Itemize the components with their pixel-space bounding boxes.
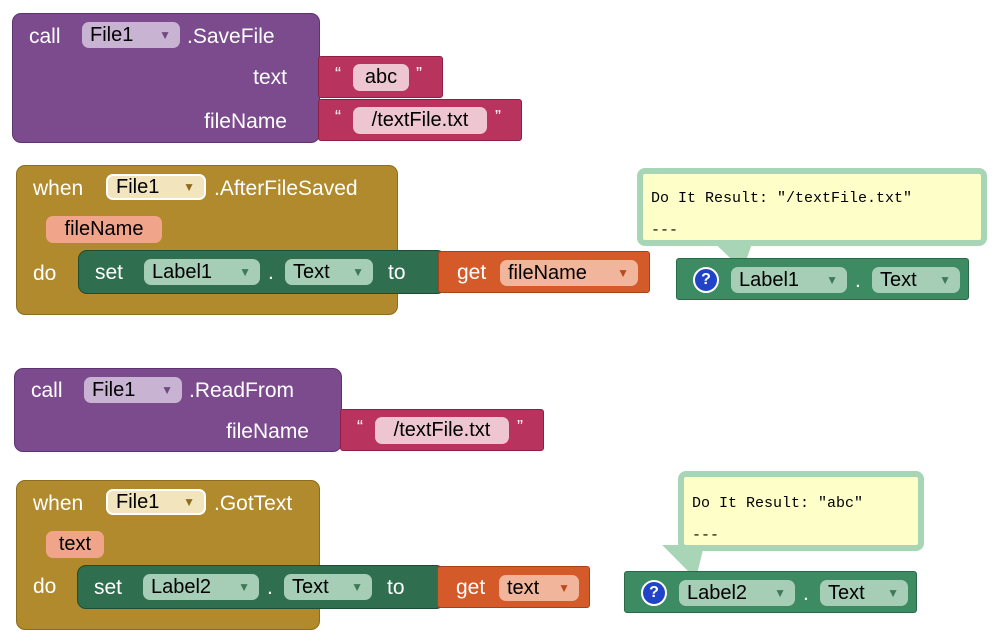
result-separator: --- [692,527,720,544]
method-label: .ReadFrom [189,379,295,402]
chevron-down-icon: ▼ [939,273,951,287]
chevron-down-icon: ▼ [826,273,838,287]
label1-text-getter-block[interactable]: ? Label1▼ . Text▼ [676,258,969,300]
readfrom-call-block[interactable]: call File1▼ .ReadFrom fileName [14,368,342,452]
chevron-down-icon: ▼ [887,586,899,600]
chevron-down-icon: ▼ [352,265,364,279]
result-text: Do It Result: "/textFile.txt" [651,190,913,207]
string-value[interactable]: /textFile.txt [353,107,487,134]
do-it-result-bubble: Do It Result: "/textFile.txt" --- [637,168,987,246]
get-filename-block[interactable]: get fileName▼ [438,251,650,293]
do-it-result-bubble: Do It Result: "abc" --- [678,471,924,551]
component-dropdown[interactable]: File1▼ [106,174,206,200]
string-block-filename[interactable]: “ /textFile.txt ” [340,409,544,451]
set-label1-text-block[interactable]: set Label1▼ . Text▼ to [78,250,446,294]
event-param-filename[interactable]: fileName [46,216,162,243]
get-label: get [456,576,486,599]
to-label: to [387,576,405,599]
property-dropdown[interactable]: Text▼ [285,259,373,285]
question-icon[interactable]: ? [693,267,719,293]
dot-label: . [268,261,274,284]
arg-filename-label: fileName [226,420,309,443]
chevron-down-icon: ▼ [183,180,195,194]
to-label: to [388,261,406,284]
dot-label: . [803,582,809,605]
do-label: do [33,575,57,598]
quote-close: ” [517,417,523,437]
get-label: get [457,261,487,284]
set-label: set [94,576,123,599]
string-value[interactable]: /textFile.txt [375,417,509,444]
quote-close: ” [495,107,501,127]
question-icon[interactable]: ? [641,580,667,606]
chevron-down-icon: ▼ [238,580,250,594]
set-label: set [95,261,124,284]
method-label: .SaveFile [187,25,275,48]
component-dropdown[interactable]: Label1▼ [731,267,847,293]
chevron-down-icon: ▼ [239,265,251,279]
call-label: call [29,25,61,48]
when-label: when [33,177,84,200]
quote-close: ” [416,64,422,84]
quote-open: “ [335,64,341,84]
chevron-down-icon: ▼ [159,28,171,42]
string-value[interactable]: abc [353,64,409,91]
when-label: when [33,492,84,515]
arg-text-label: text [253,66,287,89]
dot-label: . [855,269,861,292]
arg-filename-label: fileName [204,110,287,133]
event-label: .AfterFileSaved [214,177,358,200]
property-dropdown[interactable]: Text▼ [820,580,908,606]
set-label2-text-block[interactable]: set Label2▼ . Text▼ to [77,565,445,609]
chevron-down-icon: ▼ [161,383,173,397]
string-block-filename[interactable]: “ /textFile.txt ” [318,99,522,141]
component-dropdown[interactable]: File1▼ [106,489,206,515]
chevron-down-icon: ▼ [617,266,629,280]
quote-open: “ [357,417,363,437]
chevron-down-icon: ▼ [774,586,786,600]
component-dropdown[interactable]: Label2▼ [679,580,795,606]
event-param-text[interactable]: text [46,531,104,558]
chevron-down-icon: ▼ [558,581,570,595]
result-separator: --- [651,222,679,239]
component-dropdown[interactable]: Label2▼ [143,574,259,600]
variable-dropdown[interactable]: text▼ [499,575,579,601]
event-label: .GotText [214,492,293,515]
component-dropdown[interactable]: File1▼ [84,377,182,403]
component-dropdown[interactable]: File1▼ [82,22,180,48]
component-dropdown[interactable]: Label1▼ [144,259,260,285]
variable-dropdown[interactable]: fileName▼ [500,260,638,286]
get-text-block[interactable]: get text▼ [437,566,590,608]
call-label: call [31,379,63,402]
result-text: Do It Result: "abc" [692,495,864,512]
chevron-down-icon: ▼ [351,580,363,594]
label2-text-getter-block[interactable]: ? Label2▼ . Text▼ [624,571,917,613]
quote-open: “ [335,107,341,127]
dot-label: . [267,576,273,599]
chevron-down-icon: ▼ [183,495,195,509]
savefile-call-block[interactable]: call File1▼ .SaveFile text fileName [12,13,320,143]
property-dropdown[interactable]: Text▼ [284,574,372,600]
do-label: do [33,262,57,285]
property-dropdown[interactable]: Text▼ [872,267,960,293]
string-block-abc[interactable]: “ abc ” [318,56,443,98]
